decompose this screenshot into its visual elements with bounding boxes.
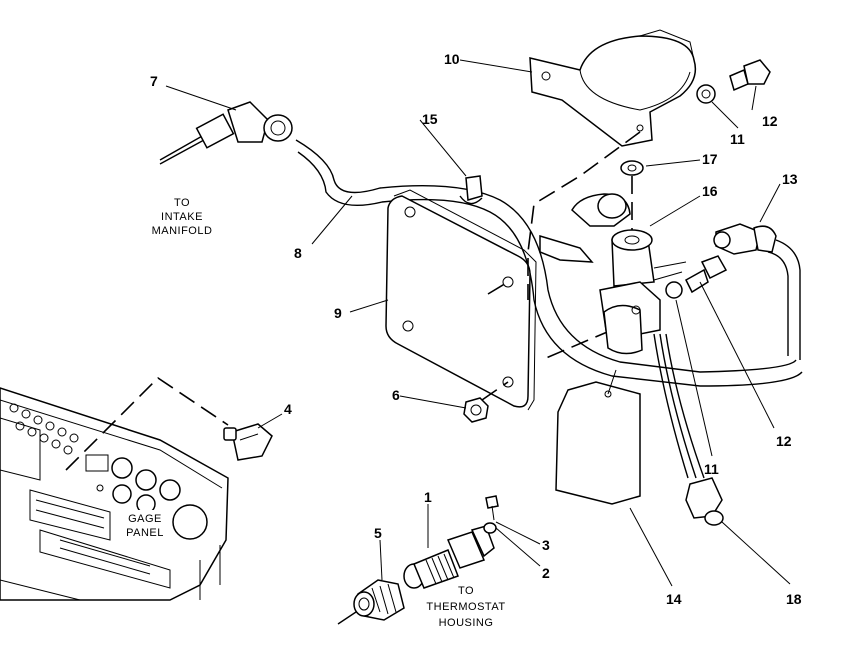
alignment-line-lower — [481, 381, 509, 401]
callout-5: 5 — [374, 525, 382, 541]
part-9-mounting-plate — [385, 189, 537, 411]
routing-line-clamp — [527, 131, 641, 253]
gage-panel — [0, 387, 229, 601]
callout-16: 16 — [702, 183, 718, 199]
part-10-clamp — [529, 29, 697, 147]
callout-18: 18 — [786, 591, 802, 607]
note-thermostat-line2: THERMOSTAT — [426, 601, 505, 613]
part-2-washer — [483, 522, 497, 534]
part-12-bolt-lower — [685, 255, 728, 294]
leader-lines — [165, 59, 791, 587]
part-3-screw — [485, 495, 499, 521]
routing-line-gage — [65, 376, 229, 471]
callout-7: 7 — [150, 73, 158, 89]
part-14-tag — [555, 369, 641, 505]
callout-6: 6 — [392, 387, 400, 403]
callout-15: 15 — [422, 111, 438, 127]
callout-12-upper: 12 — [762, 113, 778, 129]
part-4-sender — [223, 423, 273, 461]
part-15-hose-clip — [459, 175, 483, 205]
callout-1: 1 — [424, 489, 432, 505]
note-thermostat-line3: HOUSING — [439, 617, 494, 629]
part-5-adapter — [337, 579, 405, 625]
part-16-regulator — [539, 193, 687, 355]
note-gage-line2: PANEL — [126, 527, 164, 539]
part-18-connector — [653, 333, 724, 526]
note-intake-manifold: TO INTAKE MANIFOLD — [152, 197, 213, 237]
note-gage-line1: GAGE — [128, 513, 162, 525]
callout-17: 17 — [702, 151, 718, 167]
callout-9: 9 — [334, 305, 342, 321]
part-7-elbow-fitting — [159, 101, 293, 165]
callout-12-lower: 12 — [776, 433, 792, 449]
part-13-elbow-tube — [713, 223, 801, 360]
note-thermostat-line1: TO — [458, 585, 474, 597]
callout-11-lower: 11 — [704, 461, 719, 477]
part-12-bolt-upper — [729, 59, 771, 92]
alignment-line-upper — [487, 281, 509, 295]
note-intake-line3: MANIFOLD — [152, 225, 213, 237]
callout-10: 10 — [444, 51, 460, 67]
callout-11-upper: 11 — [730, 131, 745, 147]
callout-3: 3 — [542, 537, 550, 553]
part-6-nut — [463, 397, 489, 423]
part-11-washer-upper — [696, 84, 716, 104]
part-17-nut — [620, 160, 644, 176]
part-1-sender — [403, 525, 495, 589]
callout-4: 4 — [284, 401, 292, 417]
note-intake-line1: TO — [174, 197, 190, 209]
callout-2: 2 — [542, 565, 550, 581]
callout-13: 13 — [782, 171, 798, 187]
note-intake-line2: INTAKE — [161, 211, 203, 223]
note-gage-panel: GAGE PANEL — [122, 510, 168, 540]
part-11-washer-lower — [665, 281, 683, 299]
part-8-hose — [295, 139, 803, 387]
callout-numbers: 7 8 9 6 4 1 5 3 2 10 15 16 17 13 12 11 1… — [150, 51, 802, 607]
routing-line-bracket — [545, 329, 613, 359]
callout-14: 14 — [666, 591, 682, 607]
callout-8: 8 — [294, 245, 302, 261]
note-thermostat-housing: TO THERMOSTAT HOUSING — [426, 585, 505, 629]
